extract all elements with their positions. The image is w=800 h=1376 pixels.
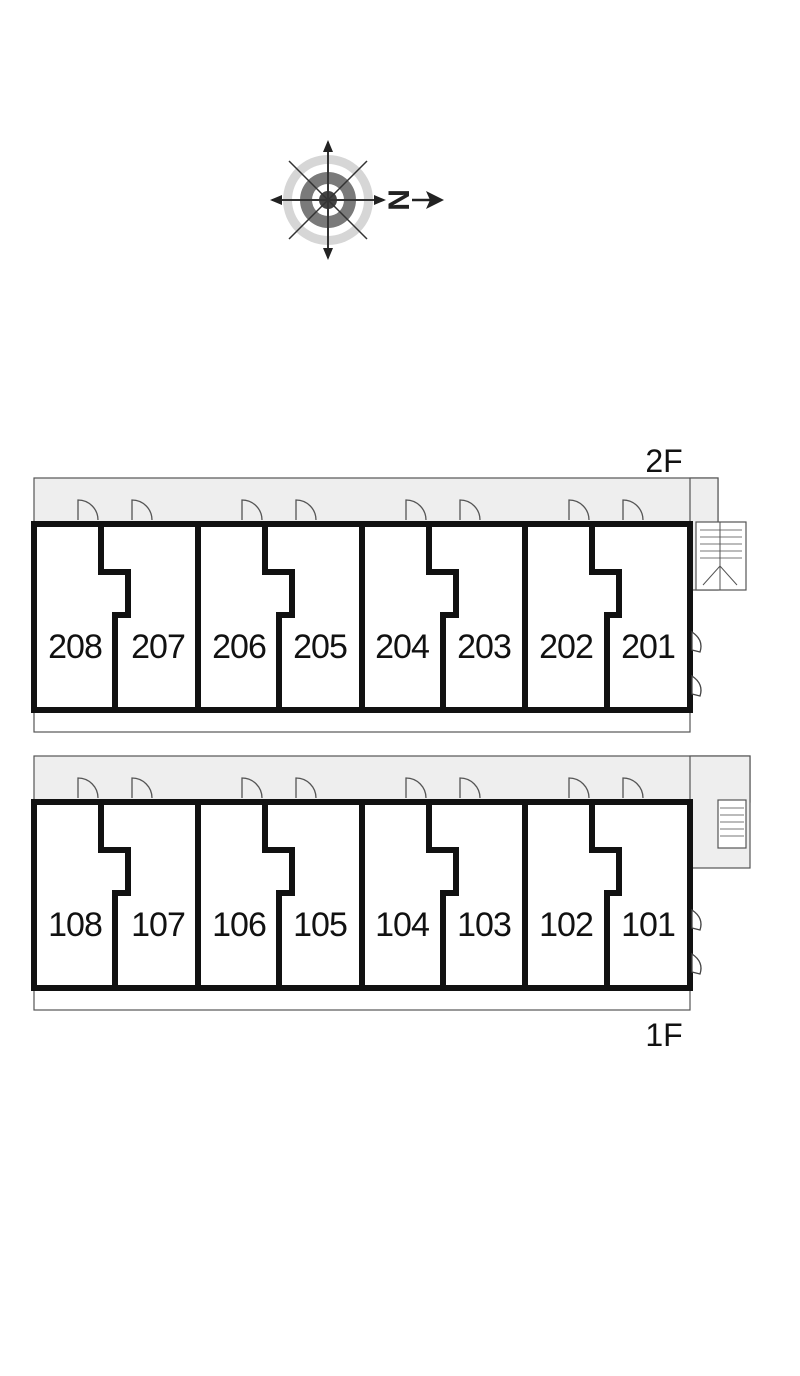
- unit-label: 208: [48, 628, 102, 666]
- north-label: N: [382, 189, 415, 211]
- side-windows-1f: [691, 908, 702, 975]
- unit-label: 101: [621, 906, 675, 944]
- floor-label-2f: 2F: [645, 443, 682, 479]
- unit-label: 102: [539, 906, 593, 944]
- floor-plan-2f: 208 207 206 205 204 203 202 201 2F: [31, 443, 747, 733]
- unit-label: 201: [621, 628, 675, 666]
- unit-walls-1f: [31, 799, 693, 991]
- unit-label: 203: [457, 628, 511, 666]
- unit-label: 105: [293, 906, 347, 944]
- unit-label: 204: [375, 628, 429, 666]
- unit-label: 207: [131, 628, 185, 666]
- unit-label: 104: [375, 906, 429, 944]
- entry-doors-2f: [77, 499, 644, 521]
- side-windows-2f: [691, 630, 702, 697]
- staircase-icon: [717, 799, 747, 849]
- unit-label: 108: [48, 906, 102, 944]
- unit-label: 205: [293, 628, 347, 666]
- entry-doors-1f: [77, 777, 644, 799]
- compass-rose: N: [270, 140, 444, 260]
- unit-walls-2f: [31, 521, 693, 713]
- unit-label: 103: [457, 906, 511, 944]
- floor-label-1f: 1F: [645, 1017, 682, 1053]
- unit-label: 202: [539, 628, 593, 666]
- floor-plan-1f: 108 107 106 105 104 103 102 101 1F: [31, 755, 751, 1053]
- unit-label: 107: [131, 906, 185, 944]
- unit-label: 106: [212, 906, 266, 944]
- staircase-icon: [695, 521, 747, 591]
- north-arrow-icon: [426, 191, 444, 209]
- unit-label: 206: [212, 628, 266, 666]
